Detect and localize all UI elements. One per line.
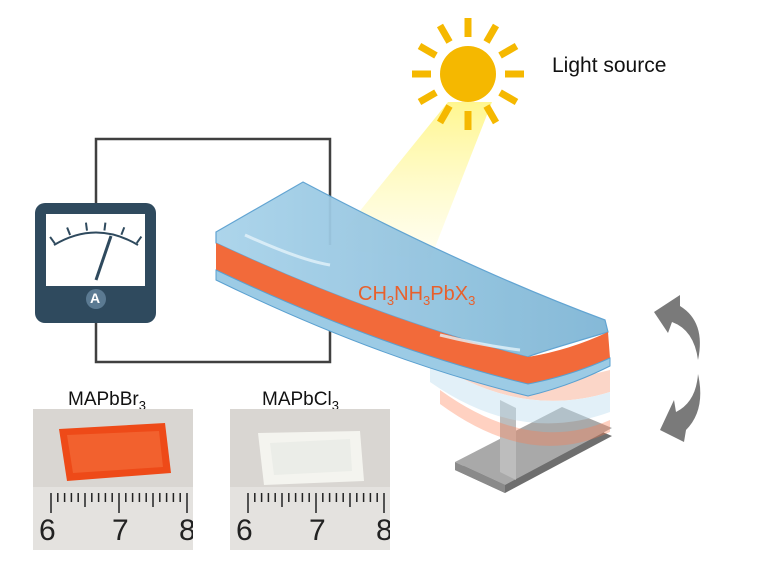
meter-tick bbox=[84, 222, 88, 231]
sample-subscript: 3 bbox=[331, 398, 339, 413]
sun-ray bbox=[417, 89, 438, 106]
glass-highlight bbox=[244, 233, 331, 267]
perovskite-layer bbox=[216, 243, 610, 384]
pedestal bbox=[455, 400, 612, 493]
ruler-label-7: 7 bbox=[309, 514, 326, 547]
formula-sub-2: 3 bbox=[423, 293, 431, 308]
glass-highlight-2 bbox=[439, 333, 521, 352]
formula-pbx: PbX bbox=[430, 283, 469, 305]
sun-icon bbox=[412, 18, 524, 130]
meter-tick bbox=[103, 222, 107, 231]
photo-mapbbr3-crystal: 6 7 8 bbox=[33, 409, 193, 550]
sun-ray bbox=[436, 104, 453, 125]
substrate-top bbox=[215, 181, 609, 358]
sample-name: MAPbCl bbox=[262, 389, 332, 410]
sun-ray bbox=[498, 89, 519, 106]
meter-tick bbox=[135, 235, 143, 244]
ruler-label-6: 6 bbox=[39, 514, 56, 547]
sample-title-mapbbr3: MAPbBr3 bbox=[68, 389, 146, 413]
formula-nh: NH bbox=[394, 283, 424, 305]
meter-tick bbox=[49, 236, 56, 244]
sun-ray bbox=[417, 42, 438, 59]
ammeter-icon bbox=[35, 203, 156, 323]
sample-title-mapbcl3: MAPbCl3 bbox=[262, 389, 339, 413]
substrate-bottom bbox=[215, 269, 611, 397]
photo-mapbcl3-crystal: 6 7 8 bbox=[230, 409, 390, 550]
rotate-arrows-icon bbox=[654, 295, 701, 442]
sample-name: MAPbBr bbox=[68, 389, 139, 410]
perovskite-formula: CH3NH3PbX3 bbox=[358, 283, 475, 308]
formula-sub-3: 3 bbox=[468, 293, 476, 308]
sun-ray bbox=[436, 23, 453, 44]
ruler-label-7: 7 bbox=[112, 514, 129, 547]
formula-sub-1: 3 bbox=[386, 293, 395, 308]
meter-tick bbox=[120, 226, 126, 236]
sample-subscript: 3 bbox=[138, 398, 146, 413]
sun-ray bbox=[498, 42, 519, 59]
ammeter-symbol: A bbox=[90, 290, 101, 306]
sun-ray bbox=[483, 23, 500, 44]
meter-tick bbox=[66, 227, 72, 236]
ruler-label-6: 6 bbox=[236, 514, 253, 547]
ruler-label-8: 8 bbox=[376, 514, 390, 547]
flexed-device-ghost-2 bbox=[440, 390, 610, 446]
light-source-label: Light source bbox=[552, 54, 667, 77]
sun-ray bbox=[483, 104, 500, 125]
meter-tick bbox=[35, 249, 43, 257]
ruler-label-8: 8 bbox=[179, 514, 193, 547]
formula-ch: CH bbox=[358, 283, 387, 305]
circuit-wire bbox=[94, 137, 332, 245]
